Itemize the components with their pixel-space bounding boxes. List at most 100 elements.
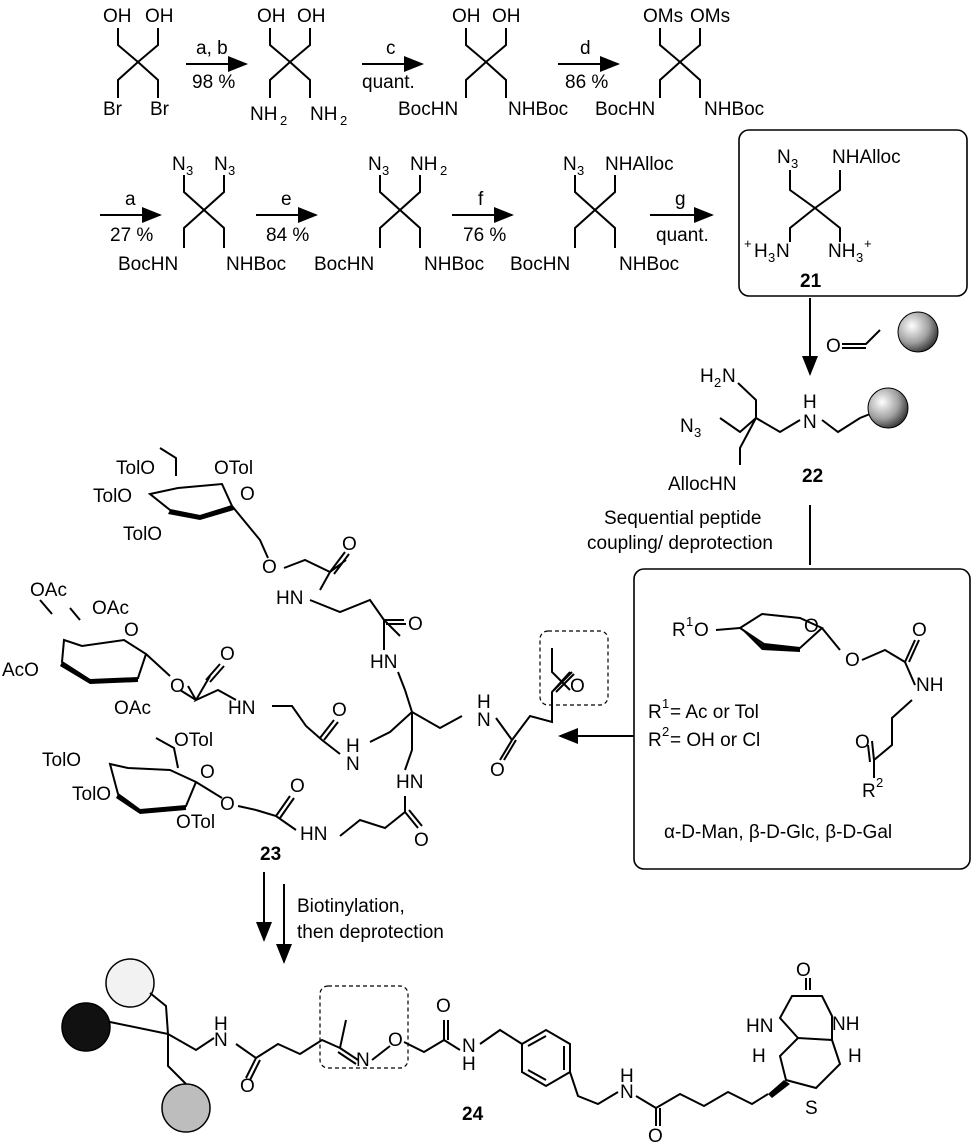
svg-text:N: N xyxy=(172,154,186,175)
svg-text:N: N xyxy=(722,366,736,387)
svg-text:H: H xyxy=(477,692,491,713)
svg-text:R: R xyxy=(862,781,876,802)
svg-text:24: 24 xyxy=(462,1104,484,1125)
sphere-grey xyxy=(161,1083,211,1133)
svg-text:TolO: TolO xyxy=(123,524,162,545)
svg-text:O: O xyxy=(490,760,505,781)
svg-text:TolO: TolO xyxy=(42,750,81,771)
svg-text:coupling/ deprotection: coupling/ deprotection xyxy=(587,533,773,554)
svg-text:NH: NH xyxy=(310,104,337,125)
svg-text:98 %: 98 % xyxy=(192,72,235,93)
svg-text:N: N xyxy=(462,1036,476,1057)
svg-text:BocHN: BocHN xyxy=(118,254,178,275)
svg-text:O: O xyxy=(648,1126,663,1147)
svg-text:H: H xyxy=(214,1014,228,1035)
svg-text:O: O xyxy=(240,484,255,505)
svg-text:OH: OH xyxy=(103,6,132,27)
svg-text:Br: Br xyxy=(150,99,170,120)
svg-text:O: O xyxy=(826,336,841,357)
svg-text:NHBoc: NHBoc xyxy=(619,254,679,275)
svg-text:O: O xyxy=(342,534,357,555)
svg-text:O: O xyxy=(414,830,429,851)
svg-text:AllocHN: AllocHN xyxy=(668,474,737,495)
svg-text:OH: OH xyxy=(452,6,481,27)
svg-text:O: O xyxy=(912,620,927,641)
svg-text:2: 2 xyxy=(662,724,669,739)
svg-text:3: 3 xyxy=(768,250,775,265)
svg-text:Biotinylation,: Biotinylation, xyxy=(297,896,405,917)
svg-text:NHAlloc: NHAlloc xyxy=(832,147,901,168)
svg-text:N: N xyxy=(563,154,577,175)
svg-text:2: 2 xyxy=(714,375,721,390)
svg-text:OAc: OAc xyxy=(30,580,67,601)
svg-text:N: N xyxy=(477,710,491,731)
svg-text:TolO: TolO xyxy=(93,486,132,507)
arrow-step-g: g quant. xyxy=(650,189,714,246)
svg-text:R: R xyxy=(672,620,686,641)
svg-text:O: O xyxy=(570,676,585,697)
svg-text:1: 1 xyxy=(686,614,693,629)
svg-text:g: g xyxy=(675,189,686,210)
svg-text:HN: HN xyxy=(276,588,303,609)
svg-text:O: O xyxy=(170,676,185,697)
arrow-step-c: c quant. xyxy=(362,38,424,93)
svg-text:BocHN: BocHN xyxy=(314,254,374,275)
arrow-step-d: d 86 % xyxy=(558,38,620,93)
svg-text:BocHN: BocHN xyxy=(510,254,570,275)
svg-text:N: N xyxy=(346,754,360,775)
svg-text:O: O xyxy=(220,794,235,815)
svg-text:H: H xyxy=(700,366,714,387)
sphere-light xyxy=(105,958,155,1008)
svg-text:H: H xyxy=(754,241,768,262)
svg-text:N: N xyxy=(356,1050,370,1071)
svg-text:3: 3 xyxy=(577,163,584,178)
svg-text:H: H xyxy=(803,392,817,413)
svg-text:TolO: TolO xyxy=(72,784,111,805)
svg-text:N: N xyxy=(803,412,817,433)
svg-text:3: 3 xyxy=(186,163,193,178)
compound-23: TolO TolO TolO OTol O O O HN O HN H N O … xyxy=(2,447,609,865)
svg-text:HN: HN xyxy=(370,652,397,673)
svg-text:TolO: TolO xyxy=(116,458,155,479)
svg-text:OAc: OAc xyxy=(114,698,151,719)
svg-text:N: N xyxy=(214,154,228,175)
svg-text:c: c xyxy=(386,38,396,59)
svg-text:α-D-Man, β-D-Glc, β-D-Gal: α-D-Man, β-D-Glc, β-D-Gal xyxy=(664,822,892,843)
svg-text:HN: HN xyxy=(300,824,327,845)
svg-text:O: O xyxy=(845,650,860,671)
svg-text:d: d xyxy=(580,38,591,59)
svg-text:2: 2 xyxy=(340,113,347,128)
svg-text:O: O xyxy=(694,620,709,641)
svg-text:H: H xyxy=(462,1054,476,1075)
arrow-21-to-22: O xyxy=(802,298,939,376)
svg-text:22: 22 xyxy=(802,466,823,487)
svg-text:S: S xyxy=(805,1098,818,1119)
svg-text:NHBoc: NHBoc xyxy=(704,99,764,120)
svg-text:H: H xyxy=(848,1046,862,1067)
arrow-step-f: f 76 % xyxy=(452,189,514,246)
svg-text:NH: NH xyxy=(916,675,943,696)
arrow-step-ab: a, b 98 % xyxy=(186,38,248,93)
svg-text:2: 2 xyxy=(280,113,287,128)
svg-text:OAc: OAc xyxy=(92,598,129,619)
svg-text:3: 3 xyxy=(382,163,389,178)
svg-text:then deprotection: then deprotection xyxy=(297,922,444,943)
diboc-dimesylate: OMs OMs BocHN NHBoc xyxy=(595,6,764,120)
svg-text:76 %: 76 % xyxy=(463,225,506,246)
svg-text:OH: OH xyxy=(297,6,326,27)
svg-text:OMs: OMs xyxy=(643,6,683,27)
svg-text:H: H xyxy=(346,736,360,757)
svg-text:BocHN: BocHN xyxy=(398,99,458,120)
svg-text:2: 2 xyxy=(876,775,883,790)
svg-text:HN: HN xyxy=(746,1016,773,1037)
svg-text:H: H xyxy=(620,1066,634,1087)
svg-text:Br: Br xyxy=(103,99,123,120)
svg-text:3: 3 xyxy=(694,425,701,440)
svg-text:O: O xyxy=(200,762,215,783)
svg-text:N: N xyxy=(776,241,790,262)
